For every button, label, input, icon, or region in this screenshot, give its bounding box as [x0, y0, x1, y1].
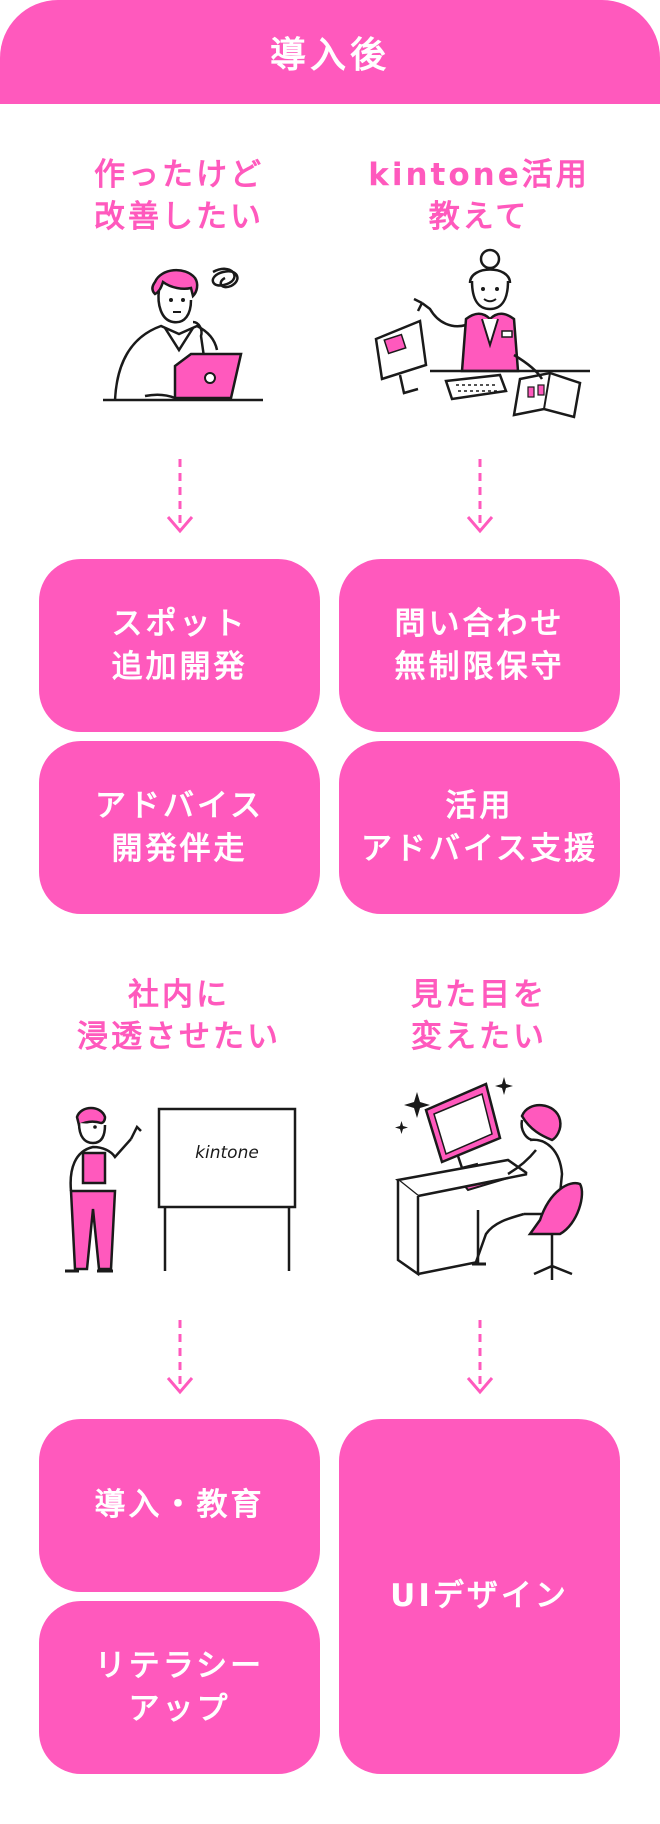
arrow-down-icon: [166, 1320, 194, 1395]
need-heading-improve: 作ったけど 改善したい: [94, 157, 264, 235]
presenter-whiteboard-icon: kintone: [65, 1106, 297, 1273]
whiteboard-text: kintone: [195, 1143, 259, 1163]
solution-usage-advice: 活用 アドバイス支援: [339, 741, 620, 914]
need-heading-learn: kintone活用 教えて: [368, 157, 590, 235]
support-woman-desk-icon: [374, 248, 590, 419]
solution-literacy-up: リテラシー アップ: [39, 1601, 320, 1774]
solution-onboarding-education: 導入・教育: [39, 1419, 320, 1592]
section-header: 導入後: [0, 0, 660, 104]
solution-unlimited-support: 問い合わせ 無制限保守: [339, 559, 620, 732]
solution-spot-development: スポット 追加開発: [39, 559, 320, 732]
arrow-down-icon: [466, 1320, 494, 1395]
arrow-down-icon: [466, 459, 494, 534]
need-heading-adoption: 社内に 浸透させたい: [77, 977, 281, 1055]
solution-ui-design: UIデザイン: [339, 1419, 620, 1774]
header-title: 導入後: [269, 35, 390, 76]
solution-advice-development: アドバイス 開発伴走: [39, 741, 320, 914]
designer-computer-icon: [395, 1077, 584, 1280]
man-thinking-laptop-icon: [103, 267, 263, 402]
arrow-down-icon: [166, 459, 194, 534]
need-heading-appearance: 見た目を 変えたい: [411, 977, 547, 1055]
